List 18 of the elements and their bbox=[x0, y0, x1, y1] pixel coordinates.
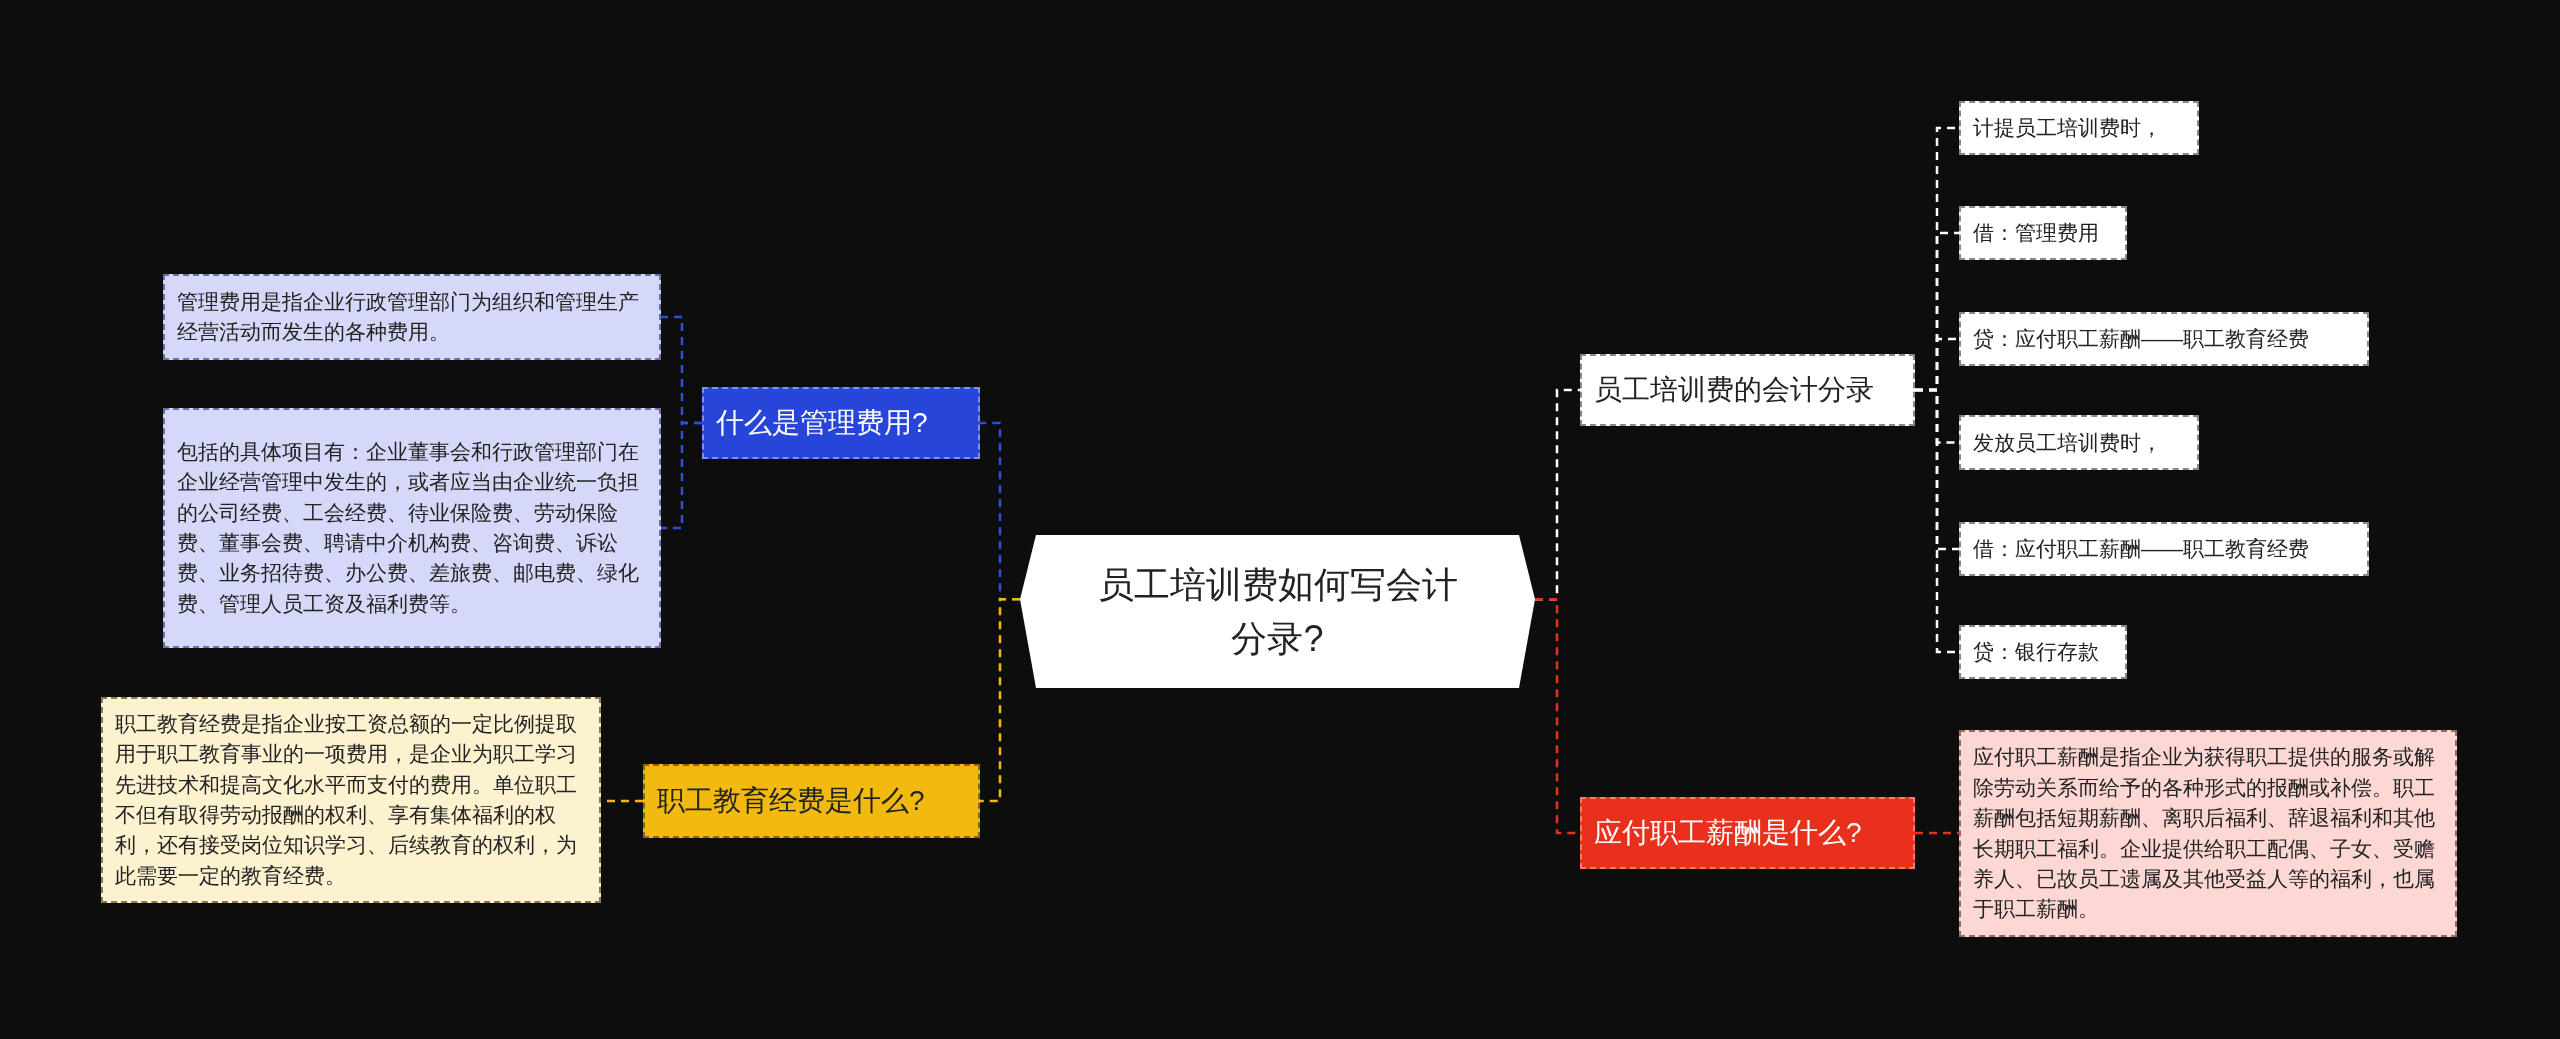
entry-box: 贷：银行存款 bbox=[1959, 625, 2127, 679]
entry-box: 借：应付职工薪酬——职工教育经费 bbox=[1959, 522, 2369, 576]
central-topic: 员工培训费如何写会计分录? bbox=[1020, 535, 1535, 688]
note-box: 管理费用是指企业行政管理部门为组织和管理生产经营活动而发生的各种费用。 bbox=[163, 274, 661, 360]
entry-box: 发放员工培训费时， bbox=[1959, 415, 2199, 470]
note-box: 应付职工薪酬是指企业为获得职工提供的服务或解除劳动关系而给予的各种形式的报酬或补偿。职工薪酬包括短期薪酬、离职后福利、辞退福利和其他长期职工福利。企业提供给职工配偶、子女、受赡养人、已故员工遗属及其他受益人等的福利，也属于职工薪酬。 bbox=[1959, 730, 2457, 937]
topic-box: 职工教育经费是什么? bbox=[643, 764, 980, 838]
topic-box: 应付职工薪酬是什么? bbox=[1580, 797, 1915, 869]
entry-box: 贷：应付职工薪酬——职工教育经费 bbox=[1959, 312, 2369, 366]
topic-box: 员工培训费的会计分录 bbox=[1580, 354, 1915, 426]
entry-box: 计提员工培训费时， bbox=[1959, 101, 2199, 155]
topic-box: 什么是管理费用? bbox=[702, 387, 980, 459]
connector-line bbox=[1915, 831, 1959, 835]
connector-line bbox=[980, 598, 1020, 803]
note-box: 职工教育经费是指企业按工资总额的一定比例提取用于职工教育事业的一项费用，是企业为职工学习先进技术和提高文化水平而支付的费用。单位职工不但有取得劳动报酬的权利、享有集体福利的权利，还有接受岗位知识学习、后续教育的权利，为此需要一定的教育经费。 bbox=[101, 697, 601, 903]
note-box: 包括的具体项目有：企业董事会和行政管理部门在企业经营管理中发生的，或者应当由企业统一负担的公司经费、工会经费、待业保险费、劳动保险费、董事会费、聘请中介机构费、咨询费、诉讼费、业务招待费、办公费、差旅费、邮电费、绿化费、管理人员工资及福利费等。 bbox=[163, 408, 661, 648]
entry-box: 借：管理费用 bbox=[1959, 206, 2127, 260]
connector-line bbox=[661, 421, 702, 530]
